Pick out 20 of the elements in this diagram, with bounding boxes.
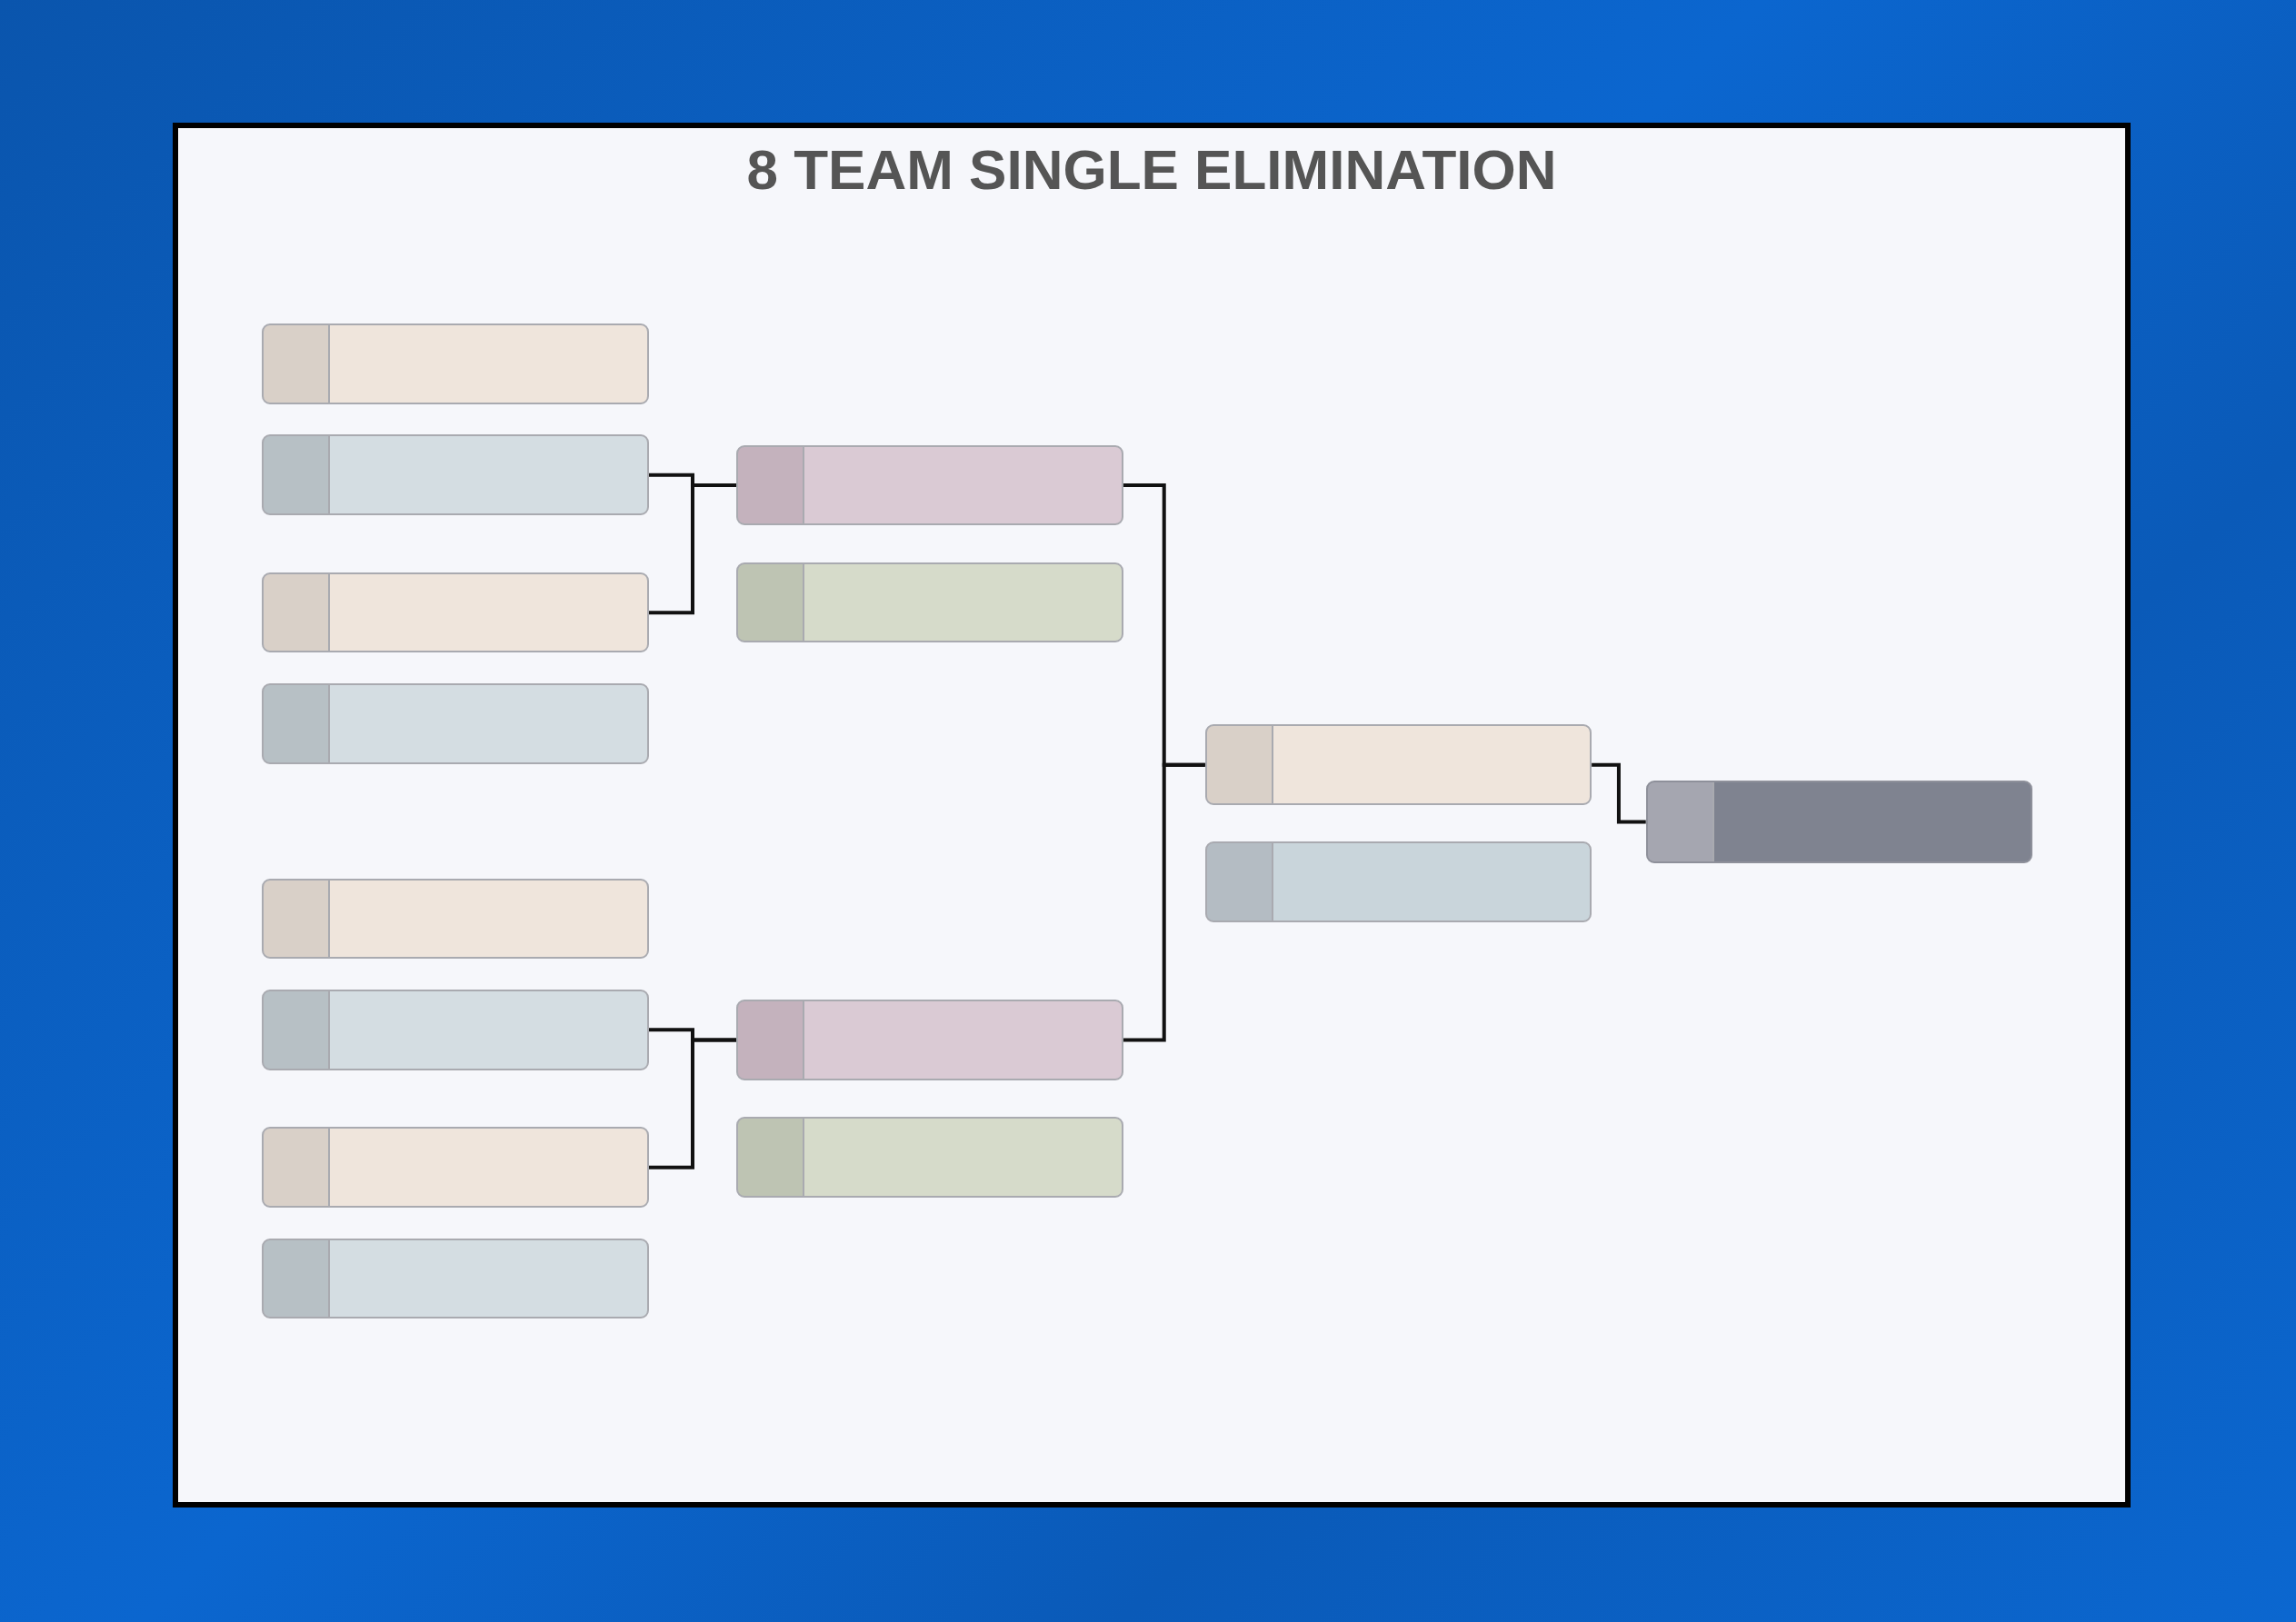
team-slot-box [262, 990, 649, 1070]
team-slot-box [262, 323, 649, 404]
team-slot-box [262, 878, 649, 960]
team-slot-box [262, 683, 649, 764]
team-slot-box [1204, 841, 1592, 922]
team-slot-box [736, 562, 1123, 643]
team-slot-box [262, 572, 649, 653]
bracket-connector [648, 1038, 737, 1169]
team-slot-box [262, 434, 649, 516]
bracket-connector [1592, 762, 1646, 824]
team-slot-box [262, 1238, 649, 1319]
bracket-connector [648, 483, 737, 615]
team-slot-box [1645, 780, 2032, 864]
team-slot-box [736, 444, 1123, 526]
team-slot-box [262, 1127, 649, 1209]
bracket-connector [1123, 762, 1205, 1042]
title: 8 TEAM SINGLE ELIMINATION [745, 137, 1558, 202]
team-slot-box [736, 1117, 1123, 1198]
team-slot-box [736, 1000, 1123, 1080]
team-slot-box [1204, 724, 1592, 805]
